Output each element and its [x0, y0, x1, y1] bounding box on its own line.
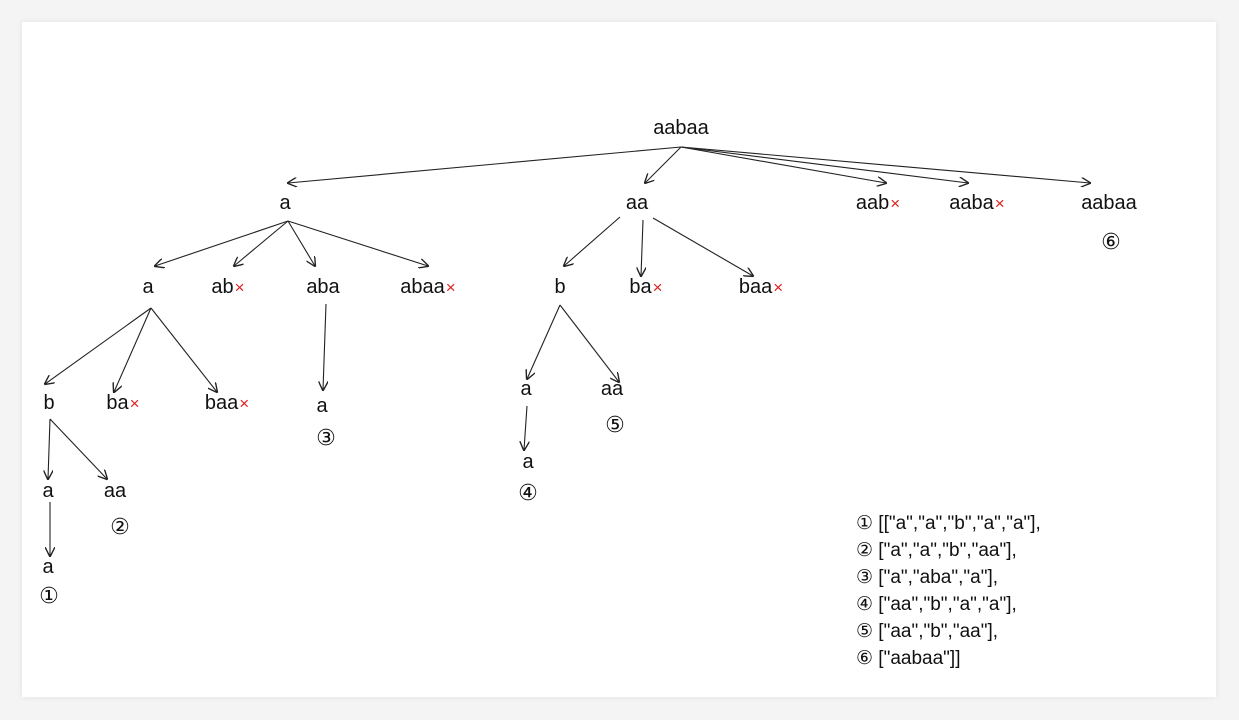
- edge: [288, 146, 682, 183]
- node-label: baa: [738, 276, 773, 298]
- result-mark-5: ⑤: [605, 412, 625, 437]
- node-label: aaba: [949, 192, 994, 214]
- edge: [645, 146, 682, 183]
- edge: [680, 146, 968, 183]
- edge: [287, 220, 428, 266]
- edge: [564, 216, 621, 266]
- node-aa-b-aa: aa: [600, 378, 624, 400]
- node-a-a-b-a-a: a: [42, 556, 54, 578]
- node-a-aba: aba: [306, 276, 340, 298]
- prune-mark: ×: [129, 394, 140, 413]
- result-line: ⑥ ["aabaa"]]: [856, 648, 961, 669]
- edge: [287, 220, 315, 266]
- edge: [49, 418, 107, 479]
- edge: [680, 146, 886, 183]
- result-mark-2: ②: [110, 514, 130, 539]
- result-mark-1: ①: [39, 583, 59, 608]
- node-a: a: [279, 192, 291, 214]
- node-aaba-pruned: aaba×: [949, 193, 1004, 213]
- result-line: ⑤ ["aa","b","aa"],: [856, 621, 999, 642]
- result-mark-4: ④: [518, 480, 538, 505]
- node-a-aba-a: a: [316, 395, 328, 417]
- node-label: ab: [211, 276, 234, 298]
- result-line: ④ ["aa","b","a","a"],: [856, 594, 1017, 615]
- prune-mark: ×: [234, 278, 245, 297]
- edge: [48, 418, 50, 479]
- result-line: ③ ["a","aba","a"],: [856, 567, 999, 588]
- prune-mark: ×: [773, 278, 784, 297]
- diagram-card: aabaa a aa aab× aaba× aabaa ⑥ a ab× aba …: [22, 22, 1216, 697]
- results-list: ① [["a","a","b","a","a"], ② ["a","a","b"…: [856, 511, 1041, 673]
- edge: [45, 307, 152, 384]
- node-aa-b-a: a: [520, 378, 532, 400]
- node-aa-ba-pruned: ba×: [629, 277, 662, 297]
- node-aa-b: b: [554, 276, 566, 298]
- node-a-a-ba-pruned: ba×: [106, 393, 139, 413]
- tree-edges: [22, 146, 1216, 697]
- node-aa-b-a-a: a: [522, 451, 534, 473]
- node-a-a-b: b: [43, 392, 55, 414]
- node-a-abaa-pruned: abaa×: [400, 277, 455, 297]
- edge: [524, 405, 527, 450]
- edge: [652, 217, 753, 276]
- edge: [150, 307, 217, 392]
- prune-mark: ×: [445, 278, 456, 297]
- node-aa: aa: [625, 192, 649, 214]
- node-a-ab-pruned: ab×: [211, 277, 244, 297]
- node-label: ba: [629, 276, 652, 298]
- edge: [680, 146, 1090, 183]
- result-mark-3: ③: [316, 425, 336, 450]
- result-mark-6: ⑥: [1101, 229, 1121, 254]
- node-a-a-baa-pruned: baa×: [205, 393, 249, 413]
- result-line: ① [["a","a","b","a","a"],: [856, 513, 1041, 534]
- node-label: ba: [106, 392, 129, 414]
- edge: [155, 220, 289, 266]
- edge: [114, 307, 152, 392]
- prune-mark: ×: [994, 194, 1005, 213]
- edge: [527, 304, 561, 379]
- node-label: aab: [855, 192, 890, 214]
- prune-mark: ×: [890, 194, 901, 213]
- node-aa-baa-pruned: baa×: [739, 277, 783, 297]
- edge: [641, 219, 643, 276]
- node-a-a-b-a: a: [42, 480, 54, 502]
- edge: [323, 303, 326, 390]
- node-aab-pruned: aab×: [856, 193, 900, 213]
- prune-mark: ×: [239, 394, 250, 413]
- node-a-a: a: [142, 276, 154, 298]
- node-aabaa: aabaa: [1081, 192, 1137, 214]
- node-a-a-b-aa: aa: [103, 480, 127, 502]
- node-label: baa: [204, 392, 239, 414]
- node-root: aabaa: [653, 117, 709, 139]
- edge: [559, 304, 619, 382]
- node-label: abaa: [400, 276, 445, 298]
- result-line: ② ["a","a","b","aa"],: [856, 540, 1017, 561]
- edge: [234, 220, 289, 266]
- prune-mark: ×: [652, 278, 663, 297]
